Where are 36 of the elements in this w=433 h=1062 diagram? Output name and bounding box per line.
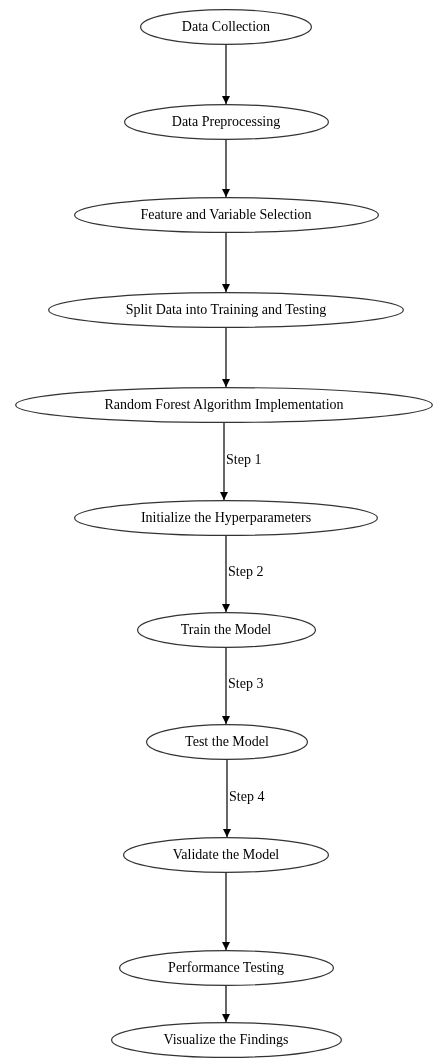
edge-label: Step 3 (228, 676, 264, 692)
process-ellipse (123, 837, 329, 873)
arrow (221, 872, 231, 951)
node-label: Split Data into Training and Testing (125, 302, 327, 318)
node-label: Random Forest Algorithm Implementation (104, 397, 344, 413)
arrow (222, 759, 232, 838)
process-ellipse (146, 724, 308, 760)
arrow (221, 327, 231, 388)
node-label: Initialize the Hyperparameters (140, 510, 312, 526)
arrow (221, 535, 231, 613)
process-ellipse (136, 612, 316, 648)
process-ellipse (74, 500, 378, 536)
node-label: Visualize the Findings (163, 1032, 289, 1048)
process-ellipse (140, 9, 312, 45)
node-label: Feature and Variable Selection (140, 207, 312, 223)
node-label: Validate the Model (172, 847, 280, 863)
process-ellipse (48, 292, 404, 328)
edge-label: Step 2 (228, 564, 264, 580)
process-ellipse (15, 387, 433, 423)
process-ellipse (123, 104, 329, 140)
process-ellipse (110, 1022, 342, 1058)
process-ellipse (118, 950, 334, 986)
node-label: Test the Model (185, 734, 269, 750)
edge-label: Step 1 (226, 451, 262, 468)
arrow (221, 647, 231, 725)
node-label: Train the Model (180, 622, 272, 638)
node-label: Performance Testing (168, 960, 284, 976)
arrow (221, 44, 231, 105)
edge-label: Step 4 (229, 788, 265, 805)
process-ellipse (73, 197, 379, 233)
node-label: Data Preprocessing (171, 114, 281, 130)
arrow (221, 139, 231, 198)
node-label: Data Collection (181, 19, 271, 35)
arrow (221, 985, 231, 1023)
arrow (219, 422, 229, 501)
arrow (221, 232, 231, 293)
